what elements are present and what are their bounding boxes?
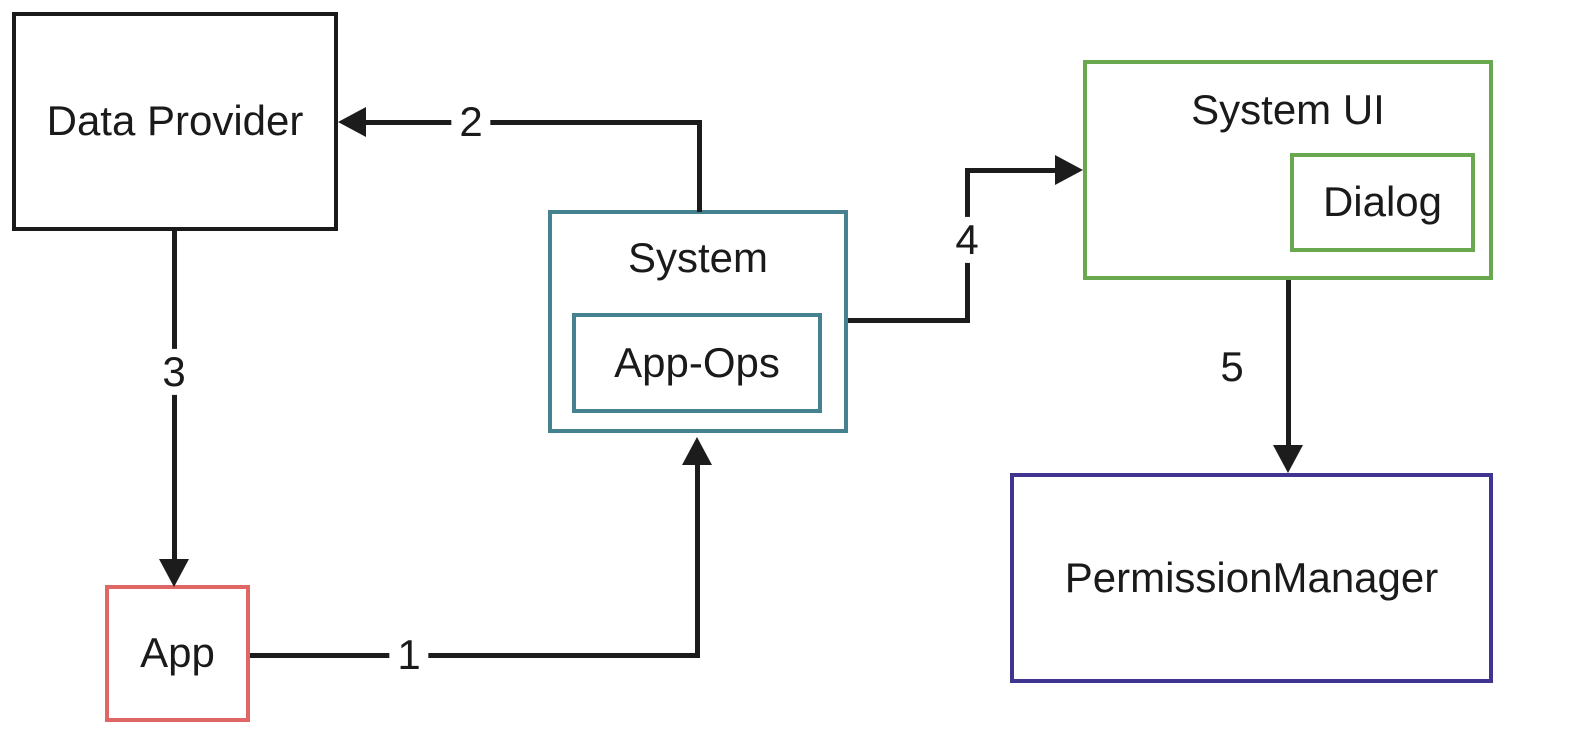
edge-1-label: 1 [389, 631, 429, 679]
node-app: App [105, 585, 250, 722]
node-dialog: Dialog [1290, 153, 1475, 252]
edge-5-arrowhead-down-icon [1273, 445, 1303, 473]
edge-3-arrowhead-down-icon [159, 559, 189, 587]
edge-4-line-horizontal-lower [848, 318, 970, 323]
edge-4-line-horizontal-upper [965, 168, 1057, 173]
edge-5-line-vertical [1286, 280, 1291, 447]
edge-2-label: 2 [451, 98, 491, 146]
node-app-label: App [140, 629, 215, 677]
edge-4-arrowhead-right-icon [1055, 155, 1083, 185]
node-permission-manager-label: PermissionManager [1064, 553, 1439, 601]
edge-5-label: 5 [1212, 343, 1252, 391]
node-dialog-label: Dialog [1322, 178, 1443, 226]
node-data-provider: Data Provider [12, 12, 338, 231]
node-system: System App-Ops [548, 210, 848, 433]
node-system-ui: System UI Dialog [1083, 60, 1493, 280]
edge-2-line-vertical [697, 120, 702, 212]
node-app-ops-label: App-Ops [614, 338, 780, 386]
edge-3-line-vertical [172, 231, 177, 561]
node-data-provider-label: Data Provider [46, 97, 304, 145]
node-system-ui-label: System UI [1191, 86, 1385, 133]
edge-2-line-horizontal [352, 120, 702, 125]
edge-1-line-horizontal [250, 653, 700, 658]
node-permission-manager: PermissionManager [1010, 473, 1493, 683]
node-app-ops: App-Ops [572, 313, 822, 413]
edge-3-label: 3 [154, 348, 194, 396]
edge-2-arrowhead-left-icon [338, 107, 366, 137]
edge-1-arrowhead-up-icon [682, 437, 712, 465]
node-system-label: System [627, 234, 769, 281]
edge-1-line-vertical [695, 461, 700, 658]
edge-4-label: 4 [947, 216, 987, 264]
